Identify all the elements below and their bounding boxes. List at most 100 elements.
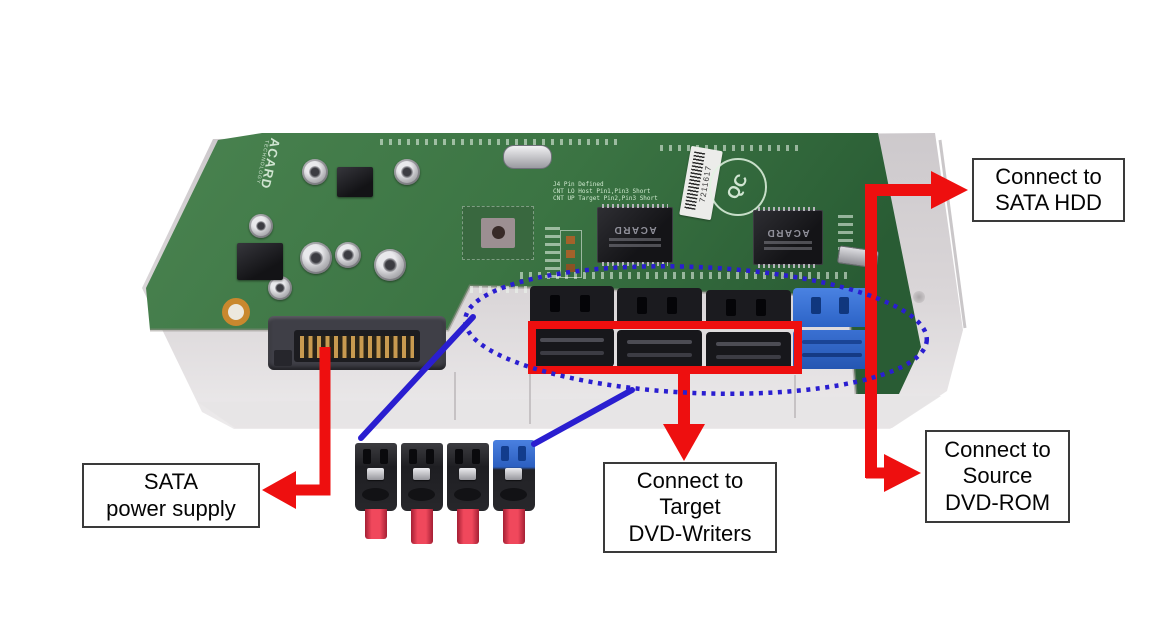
source-arrow-head: [884, 454, 921, 492]
plug-grip: [454, 488, 481, 501]
jumper: [566, 250, 575, 258]
mounting-hole: [222, 298, 250, 326]
case-front-band: [198, 396, 941, 428]
capacitor: [249, 214, 273, 238]
label-line: Connect to: [636, 467, 744, 493]
regulator-chip: [337, 167, 373, 197]
port-notch: [811, 297, 821, 314]
chip-marking: [609, 244, 661, 247]
label-line: SATA: [143, 469, 199, 495]
port-slot: [802, 353, 862, 357]
jumper: [566, 236, 575, 244]
sata-cable: [457, 509, 479, 544]
plug-notch: [363, 449, 371, 464]
pad-column: [545, 226, 560, 278]
plug-notch: [409, 449, 417, 464]
sata-cable-plug: [355, 443, 397, 511]
port-notch: [839, 297, 849, 314]
sata-port-bottom: [530, 328, 614, 367]
controller-chip: ACARD: [753, 207, 823, 268]
port-slot: [802, 340, 862, 344]
hdd-arrow-head: [931, 171, 968, 209]
label-line: Connect to: [944, 436, 1051, 462]
port-slot: [540, 351, 604, 355]
plug-notch: [472, 449, 480, 464]
plug-notch: [518, 446, 526, 461]
label-line: DVD-ROM: [944, 489, 1051, 515]
pad-row: [380, 139, 620, 145]
chip-brand-text: ACARD: [613, 224, 657, 235]
case-screw-hole: [913, 291, 925, 303]
label-line: Connect to: [995, 163, 1102, 189]
sata-cable-plug: [447, 443, 489, 511]
sata-port-top: [530, 286, 614, 325]
port-notch: [667, 297, 677, 314]
sata-port-bottom: [706, 332, 791, 371]
crystal-oscillator: [503, 145, 552, 169]
plug-latch: [413, 468, 430, 480]
power-arrow-head: [262, 471, 296, 509]
sata-port-bottom: [793, 330, 871, 369]
sata-cable-plug-blue: [493, 440, 535, 511]
plug-notch: [501, 446, 509, 461]
sata-stack-black-3: [706, 290, 791, 374]
regulator-chip: [237, 243, 283, 280]
port-notch: [550, 295, 560, 312]
sata-port-bottom: [617, 330, 702, 369]
pad-column: [838, 210, 853, 250]
label-connect-sata-hdd: Connect to SATA HDD: [972, 158, 1125, 222]
sata-stack-blue: [793, 288, 871, 372]
port-slot: [540, 338, 604, 342]
sata-port-top: [617, 288, 702, 327]
plug-notch: [426, 449, 434, 464]
plug-latch: [367, 468, 384, 480]
port-slot: [627, 353, 692, 357]
label-connect-target-writers: Connect to Target DVD-Writers: [603, 462, 777, 553]
sata-cable: [411, 509, 433, 544]
jumper-block: [560, 230, 582, 278]
chip-marking: [764, 241, 812, 244]
silkscreen-line: CNT UP Target Pin2,Pin3 Short: [553, 194, 658, 202]
port-slot: [627, 340, 692, 344]
label-line: DVD-Writers: [628, 520, 752, 546]
chip-brand-text: ACARD: [766, 227, 810, 238]
pad-row: [660, 145, 800, 151]
capacitor: [335, 242, 361, 268]
port-slot: [716, 342, 781, 346]
sata-cables-photo: [350, 436, 545, 554]
qfp-footprint: [462, 206, 534, 260]
label-line: Source: [962, 463, 1033, 489]
target-arrow-head: [663, 424, 705, 461]
capacitor: [302, 159, 328, 185]
port-notch: [756, 299, 766, 316]
label-connect-source-dvdrom: Connect to Source DVD-ROM: [925, 430, 1070, 523]
label-line: power supply: [106, 495, 236, 521]
silkscreen-brand: ACARD TECHNOLOGY: [248, 123, 286, 204]
sata-cable: [503, 509, 525, 544]
sata-port-top: [793, 288, 871, 327]
port-notch: [726, 299, 736, 316]
capacitor: [374, 249, 406, 281]
sata-cable-plug: [401, 443, 443, 511]
cable-leader-right: [531, 387, 635, 447]
case-bevel: [938, 139, 967, 329]
label-line: SATA HDD: [995, 190, 1102, 215]
chip-marking: [609, 238, 661, 241]
silkscreen-notes: J4 Pin Defined CNT LO Host Pin1,Pin3 Sho…: [553, 181, 658, 203]
sata-port-top: [706, 290, 791, 329]
port-slot: [716, 355, 781, 359]
qc-text: QC: [723, 171, 752, 203]
plug-grip: [408, 488, 435, 501]
port-notch: [637, 297, 647, 314]
chip-marking: [764, 247, 812, 250]
power-connector-key: [274, 350, 292, 366]
power-connector-pins: [300, 336, 414, 358]
plug-notch: [380, 449, 388, 464]
port-notch: [580, 295, 590, 312]
capacitor: [300, 242, 332, 274]
via-hole: [492, 226, 505, 239]
inductor: [836, 245, 880, 269]
plug-latch: [505, 468, 522, 480]
label-sata-power-supply: SATA power supply: [82, 463, 260, 528]
